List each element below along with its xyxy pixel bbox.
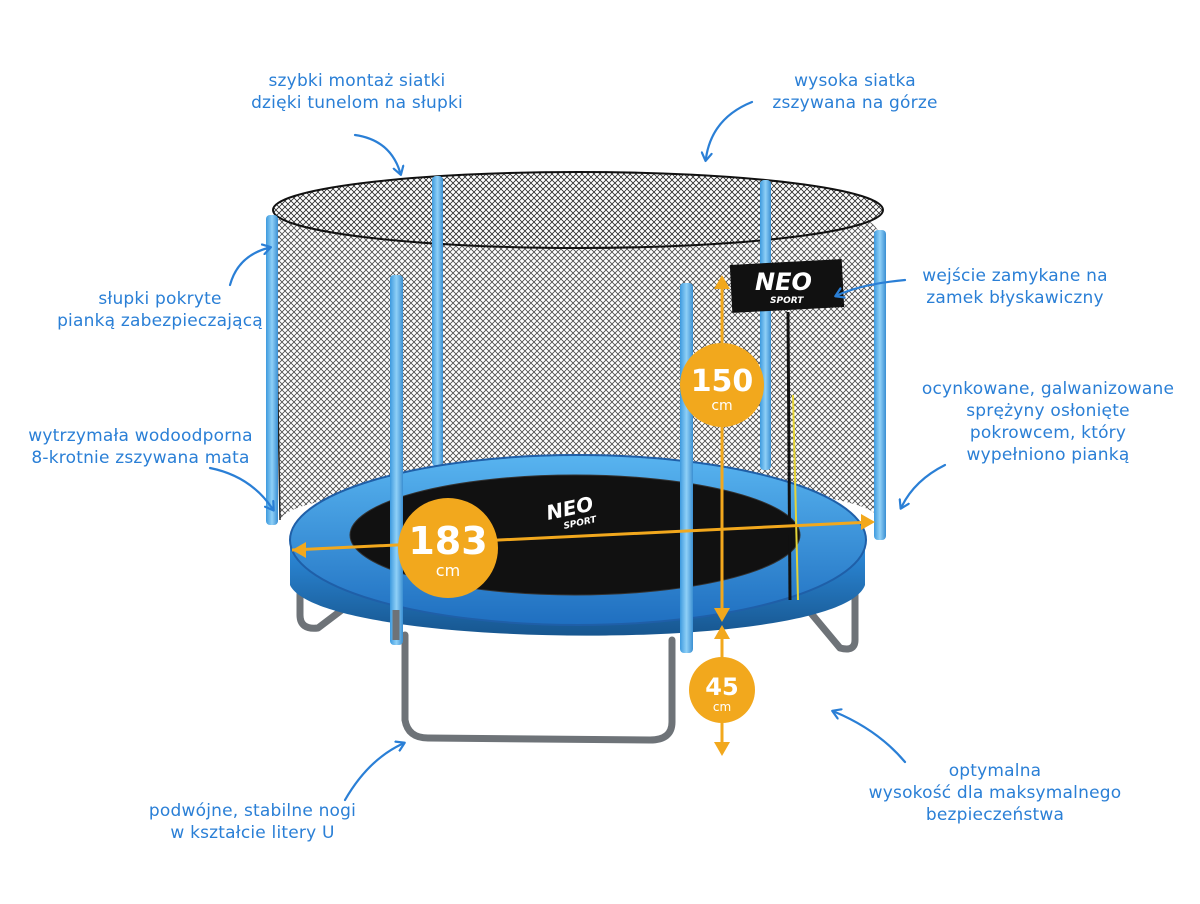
callout-line: wejście zamykane na <box>922 266 1108 286</box>
arrow-right-zip <box>838 278 907 295</box>
callout-line: bezpieczeństwa <box>925 805 1065 825</box>
callout-line: optymalna <box>948 761 1042 781</box>
svg-text:cm: cm <box>713 700 731 714</box>
pole <box>760 180 771 470</box>
callout-covered-springs: ocynkowane, galwanizowane sprężyny osłon… <box>918 378 1178 466</box>
callout-u-legs: podwójne, stabilne nogi w kształcie lite… <box>130 800 375 844</box>
callout-line: podwójne, stabilne nogi <box>148 801 357 821</box>
callout-line: pianką zabezpieczającą <box>57 311 263 331</box>
zipper-entrance: NEO SPORT <box>729 259 845 601</box>
callout-line: w kształcie litery U <box>170 823 335 843</box>
svg-text:150: 150 <box>691 364 754 399</box>
callout-line: wytrzymała wodoodporna <box>28 426 253 446</box>
arrow-top-right <box>706 100 754 158</box>
callout-line: wysoka siatka <box>794 71 916 91</box>
pole <box>874 230 886 540</box>
callout-line: zamek błyskawiczny <box>926 288 1104 308</box>
pole <box>266 215 278 525</box>
net-height-arrow-bottom <box>714 608 730 622</box>
callout-line: ocynkowane, galwanizowane <box>921 379 1175 399</box>
svg-text:SPORT: SPORT <box>770 296 804 306</box>
mat-height-badge: 45 cm <box>689 657 755 723</box>
net-height-arrow-top <box>714 275 730 289</box>
svg-text:cm: cm <box>436 561 460 580</box>
callout-line: sprężyny osłonięte <box>966 401 1130 421</box>
callout-line: wypełniono pianką <box>966 445 1130 465</box>
mat-height-arrow-bottom <box>714 742 730 756</box>
callout-net-tunnels: szybki montaż siatki dzięki tunelom na s… <box>232 70 482 114</box>
callout-optimal-height: optymalna wysokość dla maksymalnego bezp… <box>855 760 1135 826</box>
arrow-bottom-right <box>835 712 907 764</box>
back-poles <box>266 176 886 540</box>
diameter-arrow-left <box>292 542 306 558</box>
arrow-top-left <box>353 133 400 172</box>
mat-height-arrow-top <box>714 625 730 639</box>
safety-net <box>272 171 884 521</box>
svg-text:45: 45 <box>705 673 738 701</box>
pole <box>680 283 693 653</box>
callout-waterproof-mat: wytrzymała wodoodporna 8-krotnie zszywan… <box>8 425 273 469</box>
callout-line: wysokość dla maksymalnego <box>868 783 1122 803</box>
net-height-badge: 150 cm <box>680 343 764 427</box>
callout-line: pokrowcem, który <box>969 423 1127 443</box>
svg-text:183: 183 <box>408 519 487 563</box>
callout-high-net: wysoka siatka zszywana na górze <box>740 70 970 114</box>
svg-text:NEO: NEO <box>755 268 812 296</box>
svg-text:cm: cm <box>711 398 732 414</box>
callout-zip-entrance: wejście zamykane na zamek błyskawiczny <box>900 265 1130 309</box>
arrow-left-poles <box>228 248 268 287</box>
callout-line: szybki montaż siatki <box>268 71 446 91</box>
annotation-arrows <box>208 100 947 802</box>
diameter-badge: 183 cm <box>398 498 498 598</box>
arrow-left-mat <box>208 466 272 508</box>
arrow-right-springs <box>902 463 947 506</box>
pole <box>432 176 443 466</box>
diameter-arrow-right <box>861 514 875 530</box>
diameter-line <box>291 520 873 552</box>
callout-line: zszywana na górze <box>772 93 938 113</box>
callout-padded-poles: słupki pokryte pianką zabezpieczającą <box>40 288 280 332</box>
pole <box>390 275 403 645</box>
callout-line: 8-krotnie zszywana mata <box>31 448 250 468</box>
callout-line: dzięki tunelom na słupki <box>251 93 463 113</box>
arrow-bottom-left <box>343 744 402 802</box>
callout-line: słupki pokryte <box>98 289 222 309</box>
